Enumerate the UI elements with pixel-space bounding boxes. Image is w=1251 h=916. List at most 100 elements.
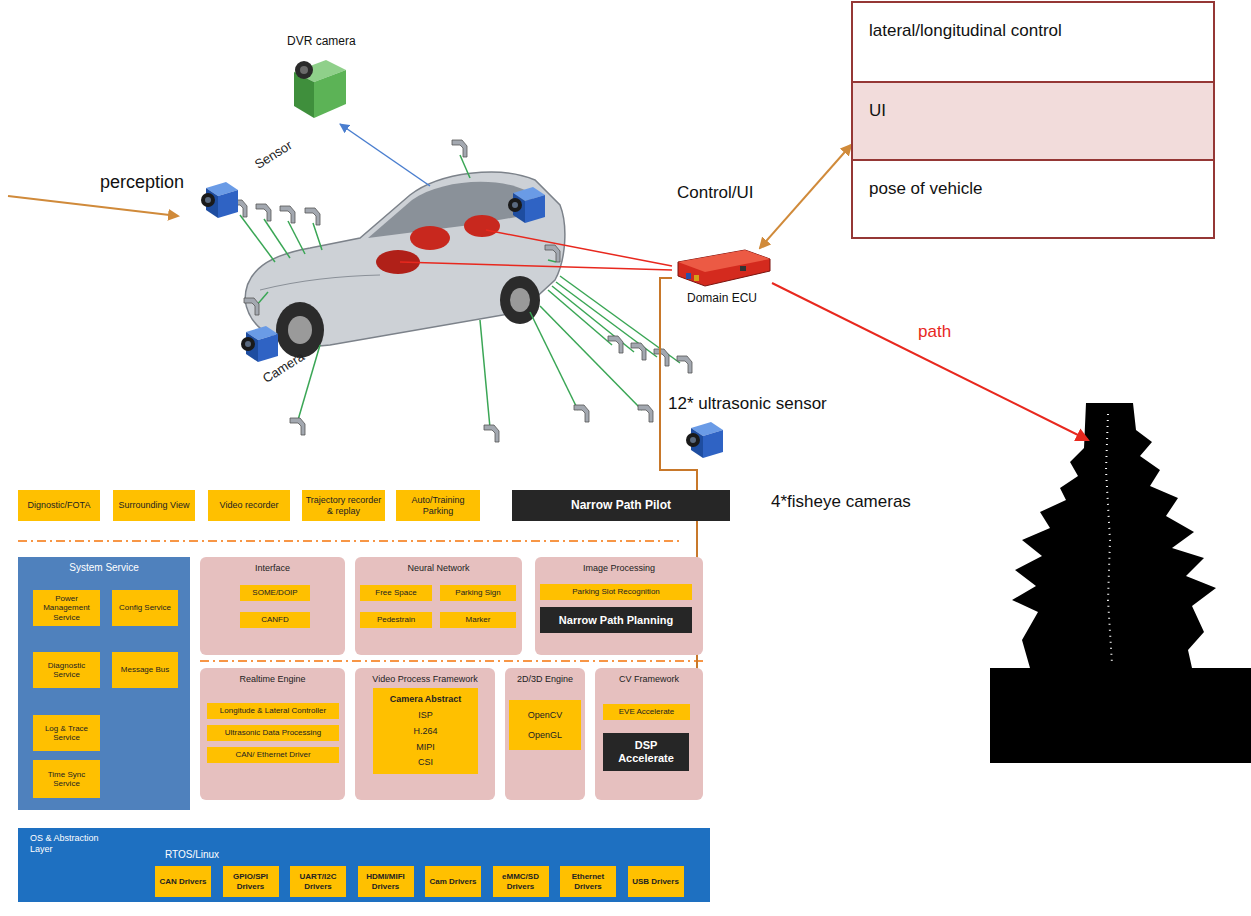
module-panel: 2D/3D EngineOpenCVOpenGL: [505, 668, 585, 800]
illustration-part: [244, 298, 259, 315]
box-label: OpenCV: [528, 710, 563, 720]
ecu-wires: [400, 230, 672, 270]
illustration-part: [400, 262, 672, 270]
box-label: Ethernet Drivers: [563, 872, 613, 890]
function-box: Dignostic/FOTA: [18, 490, 100, 521]
illustration-part: [631, 343, 646, 360]
box-label: Pedestrain: [377, 615, 415, 624]
illustration-part: [460, 155, 470, 178]
illustration-part: [452, 140, 467, 157]
box-label: Trajectory recorder & replay: [305, 495, 382, 516]
module-box: EVE Accelerate: [603, 704, 690, 720]
function-box: Trajectory recorder & replay: [302, 490, 385, 521]
box-label: Camera Abstract: [390, 694, 462, 704]
module-box: Longitude & Lateral Controller: [207, 703, 339, 719]
panel-title: System Service: [18, 562, 190, 573]
function-box: Video recorder: [208, 490, 290, 521]
box-label: UART/I2C Drivers: [293, 872, 343, 890]
box-label: SOME/DOIP: [252, 588, 297, 597]
illustration-part: [240, 215, 275, 262]
box-label: Log & Trace Service: [36, 724, 97, 742]
illustration-part: [1106, 414, 1112, 664]
function-box: Auto/Training Parking: [396, 490, 480, 521]
box-label: Message Bus: [121, 665, 169, 674]
callout-label: DVR camera: [287, 34, 356, 48]
illustration-part: [990, 403, 1251, 763]
box-label: Free Space: [375, 588, 416, 597]
driver-box: USB Drivers: [628, 866, 684, 897]
dvr-camera: [294, 60, 346, 118]
box-label: CANFD: [261, 615, 289, 624]
module-box: Time Sync Service: [33, 760, 100, 798]
panel-title: 2D/3D Engine: [505, 674, 585, 684]
illustration-part: [545, 245, 560, 262]
service-panel: System ServicePower Management Service Co…: [18, 557, 190, 810]
sensor-wires: [240, 155, 680, 428]
illustration-part: [530, 312, 578, 410]
box-label: Config Service: [119, 603, 171, 612]
illustration-part: [280, 206, 295, 223]
module-panel: CV FrameworkEVE AccelerateDSP Accelerate: [595, 668, 703, 800]
fisheye-cameras: [201, 182, 723, 458]
module-box: Power Management Service: [33, 590, 100, 626]
layer-title: OS & Abstraction Layer: [30, 833, 115, 855]
module-box: Camera AbstractISPH.264MIPICSI: [373, 688, 478, 774]
box-label: DSP Accelerate: [606, 739, 686, 764]
box-label: Diagnostic Service: [36, 661, 97, 679]
illustration-part: [548, 290, 612, 345]
illustration-part: [18, 540, 680, 542]
highlight-box: Narrow Path Pilot: [512, 490, 730, 521]
unit-label: Domain ECU: [672, 291, 772, 305]
illustration-part: [300, 66, 308, 74]
illustration-part: [638, 405, 653, 422]
module-box: Pedestrain: [360, 612, 432, 628]
illustration-part: [200, 660, 703, 662]
module-box: Config Service: [112, 590, 178, 626]
domain-ecu-device: [678, 250, 770, 286]
module-box: Free Space: [360, 585, 432, 601]
illustration-part: [574, 405, 589, 422]
output-label: UI: [869, 101, 1213, 121]
box-label: Auto/Training Parking: [399, 495, 477, 516]
illustration-part: [313, 223, 322, 250]
panel-title: Realtime Engine: [200, 674, 345, 684]
illustration-part: [410, 226, 450, 250]
highlight-box: DSP Accelerate: [603, 733, 689, 771]
illustration-part: [552, 286, 634, 352]
box-label: Cam Drivers: [429, 877, 476, 886]
illustration-part: [480, 320, 490, 428]
illustration-part: [368, 182, 545, 238]
illustration-part: [694, 275, 699, 281]
module-panel: Neural NetworkFree SpaceParking SignPede…: [355, 557, 522, 655]
driver-box: Cam Drivers: [425, 866, 481, 897]
box-label: Surrounding View: [119, 500, 190, 510]
box-label: GPIO/SPI Drivers: [226, 872, 276, 890]
box-label: HDMI/MIFI Drivers: [361, 872, 411, 890]
module-panel: Video Process FrameworkCamera AbstractIS…: [355, 668, 495, 800]
ultrasonic-sensors: [232, 140, 692, 442]
illustration-part: [264, 219, 290, 258]
module-panel: Realtime EngineLongitude & Lateral Contr…: [200, 668, 345, 800]
output-label: pose of vehicle: [869, 179, 1213, 199]
callout-label: perception: [100, 172, 184, 194]
illustration-part: [340, 124, 430, 186]
module-box: Parking Slot Recognition: [540, 584, 692, 600]
module-box: Message Bus: [112, 652, 178, 688]
driver-box: Ethernet Drivers: [560, 866, 616, 897]
module-box: Parking Sign: [440, 585, 516, 601]
box-label: Marker: [466, 615, 491, 624]
output-cell: lateral/longitudinal control: [851, 1, 1215, 83]
illustration-part: [772, 283, 1088, 440]
module-panel: InterfaceSOME/DOIPCANFD: [200, 557, 345, 655]
illustration-part: [256, 204, 271, 221]
driver-box: CAN Drivers: [155, 866, 211, 897]
illustration-part: [245, 172, 565, 346]
callout-label: 4*fisheye cameras: [771, 492, 911, 512]
ecu-unit: Domain ECU: [672, 248, 772, 306]
box-label: CAN/ Ethernet Driver: [235, 750, 310, 759]
callout-label: path: [918, 322, 951, 342]
illustration-part: [500, 276, 540, 324]
illustration-part: [464, 215, 500, 237]
illustration-part: [677, 356, 692, 373]
illustration-part: [508, 187, 545, 223]
